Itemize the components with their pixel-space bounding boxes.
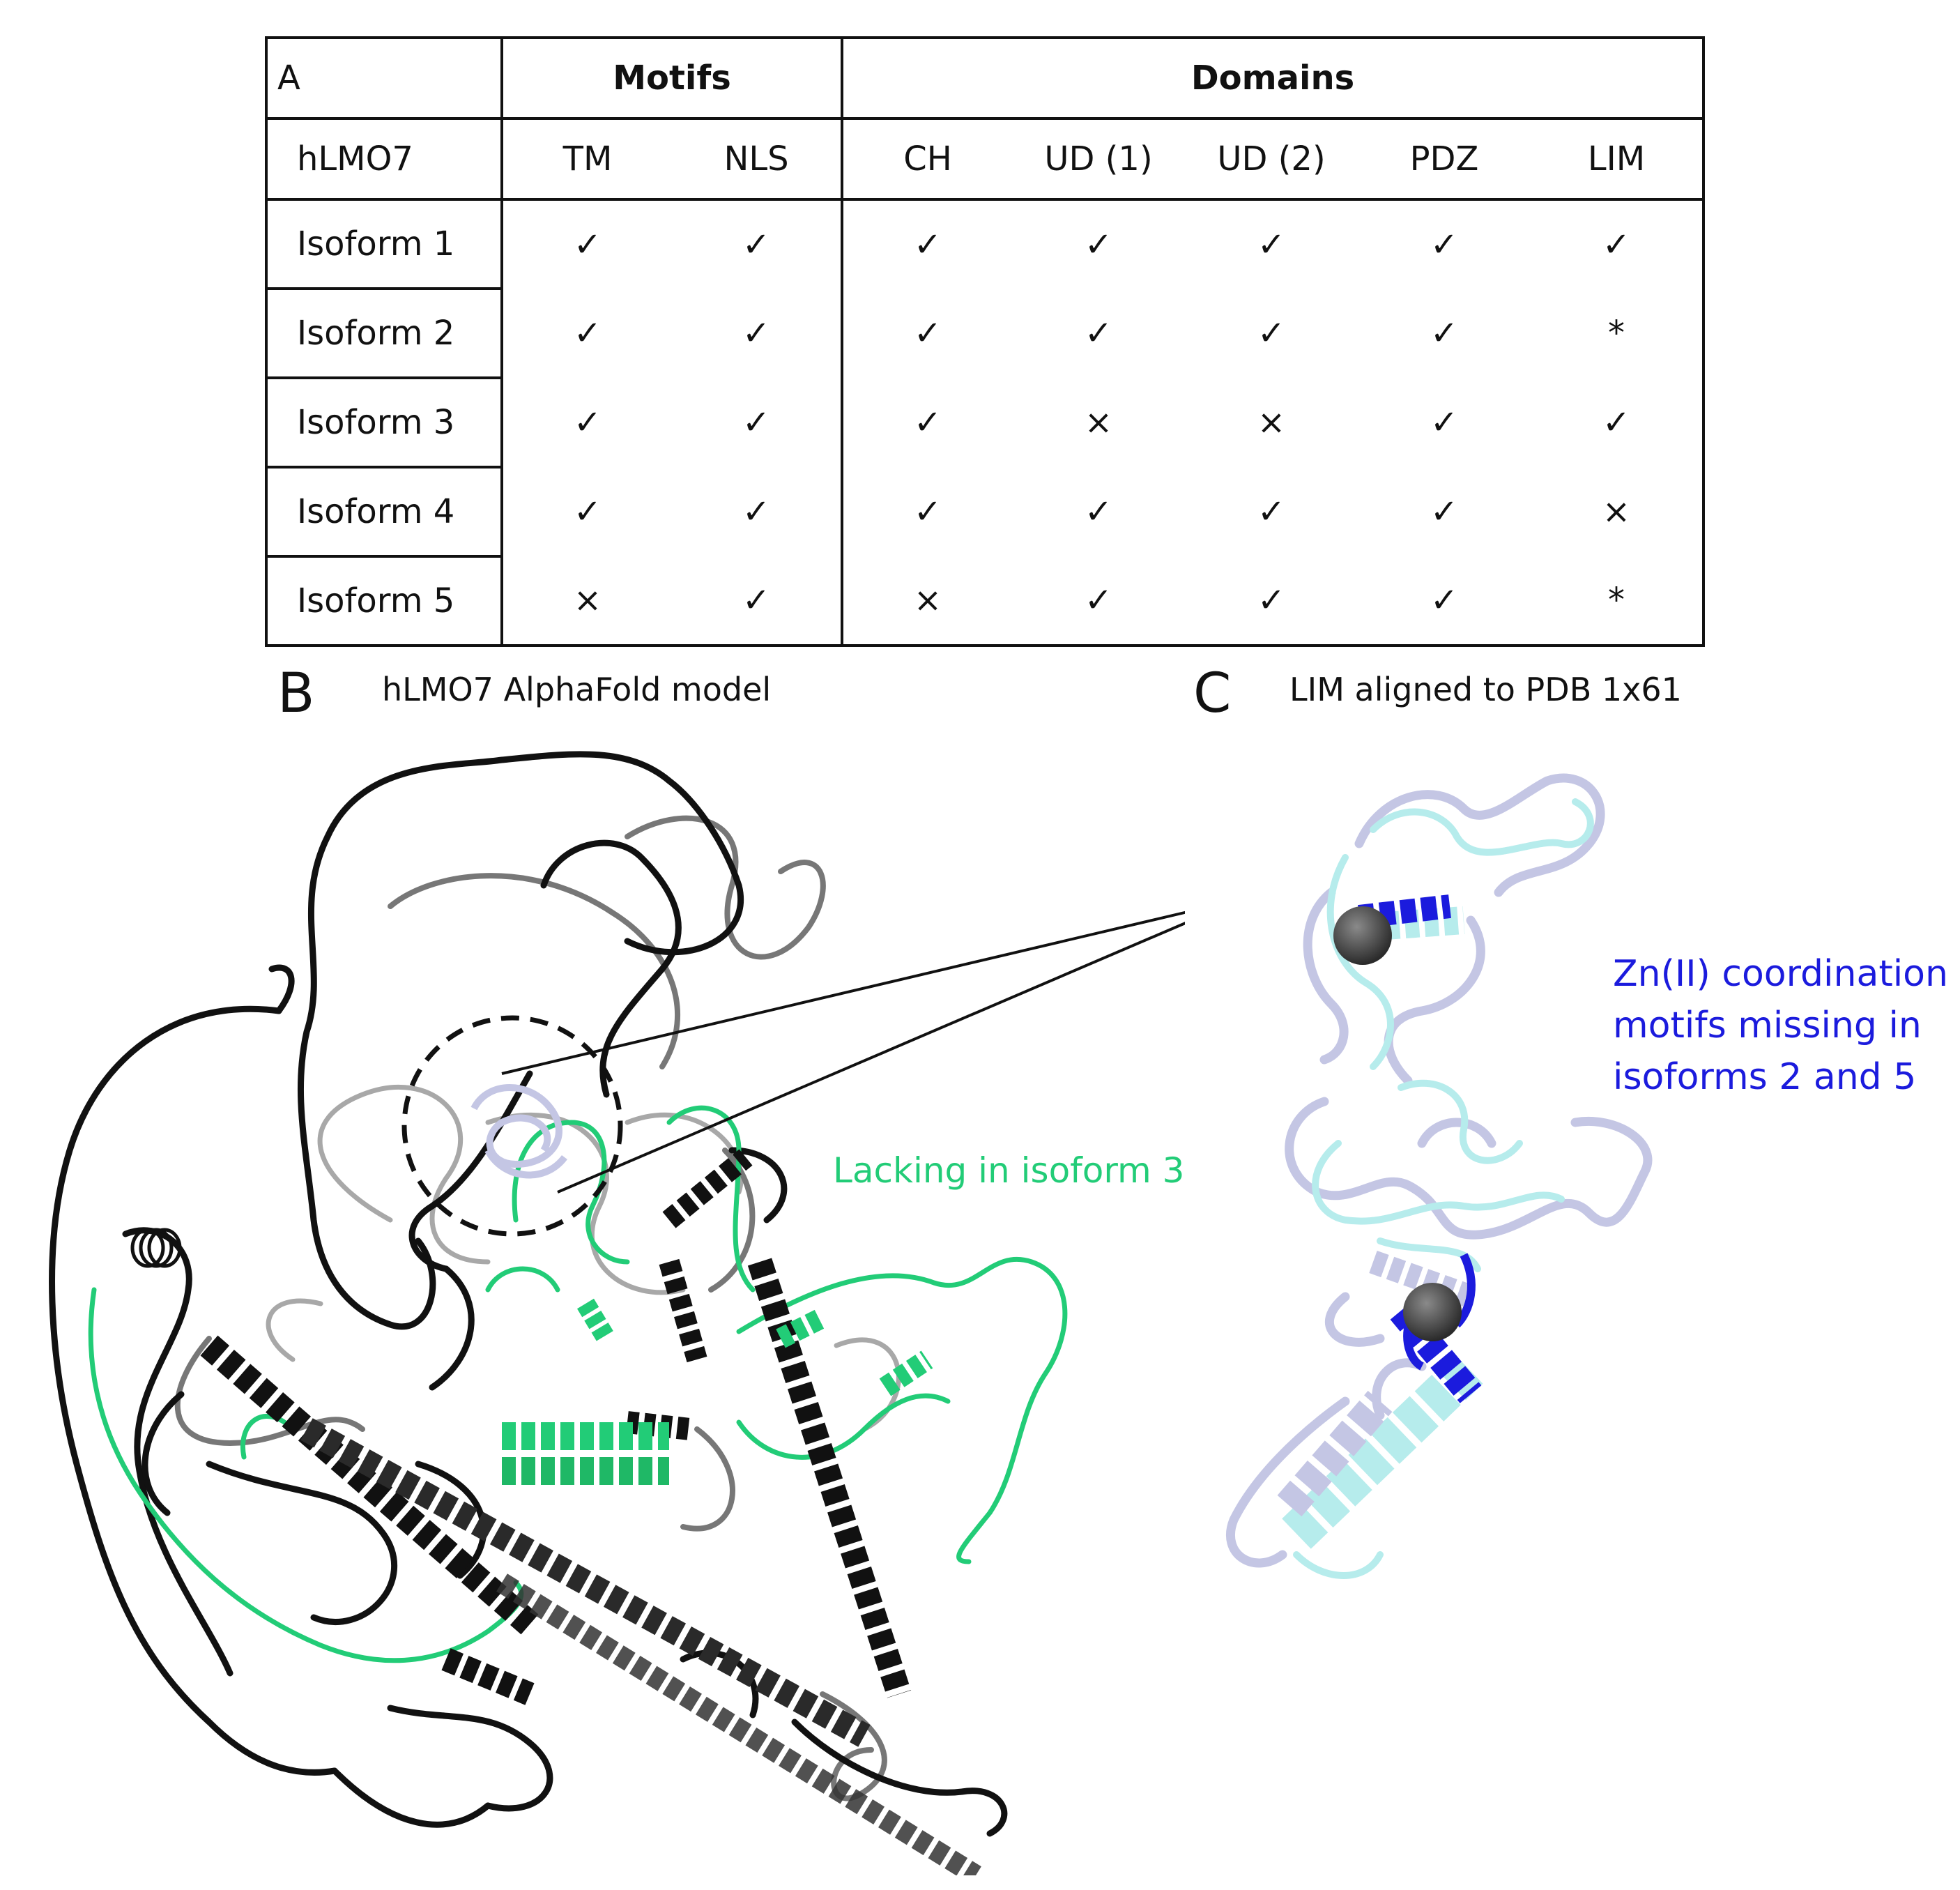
table-cell: ✓ xyxy=(1358,556,1531,647)
zn-annotation-line: isoforms 2 and 5 xyxy=(1613,1056,1917,1098)
table-cell: ✓ xyxy=(672,199,843,289)
lim-lavender-trace xyxy=(1225,773,1653,1568)
domains-header: Domains xyxy=(842,36,1706,120)
lim-helices xyxy=(1277,906,1485,1549)
table-cell: ✓ xyxy=(1257,225,1286,264)
table-cell: ✓ xyxy=(1430,225,1459,264)
table-cell: ✓ xyxy=(573,492,602,531)
table-cell: ✓ xyxy=(1084,225,1113,264)
lim-domain-highlight xyxy=(401,1015,623,1237)
protein-header: hLMO7 xyxy=(265,119,503,201)
row-label: Isoform 5 xyxy=(265,556,503,647)
table-cell: ✓ xyxy=(1531,378,1706,467)
table-cell: × xyxy=(842,556,1012,647)
table-cell: ✓ xyxy=(1084,314,1113,353)
panel-c-caption: LIM aligned to PDB 1x61 xyxy=(1289,671,1682,708)
table-cell: ✓ xyxy=(672,378,843,467)
table-cell: ✓ xyxy=(1185,556,1358,647)
lim-alignment-figure xyxy=(1225,773,1653,1579)
table-cell: ✓ xyxy=(913,403,942,442)
panel-b-label: B xyxy=(277,662,315,725)
isoform3-missing-region xyxy=(88,1105,1068,1663)
coil-spring xyxy=(130,1228,182,1268)
table-cell: ✓ xyxy=(913,225,942,264)
helices-green xyxy=(502,1298,933,1485)
row-label: Isoform 3 xyxy=(265,378,503,468)
zn-annotation-line: Zn(II) coordination xyxy=(1613,953,1948,995)
table-cell: * xyxy=(1531,556,1706,647)
table-cell: ✓ xyxy=(1084,492,1113,531)
row-label: Isoform 2 xyxy=(265,289,503,379)
zn-annotation-line: motifs missing in xyxy=(1613,1005,1922,1046)
table-row: Isoform 2 ✓ ✓ ✓ ✓ ✓ ✓ * xyxy=(265,289,1706,379)
lim-dashed-circle xyxy=(401,1015,623,1237)
table-cell: ✓ xyxy=(1012,556,1185,647)
table-cell: ✓ xyxy=(913,314,942,353)
table-row: Isoform 1 ✓ ✓ ✓ ✓ ✓ ✓ ✓ xyxy=(265,199,1706,290)
backbone-loops xyxy=(49,751,1008,1837)
table-cell: ✓ xyxy=(672,556,843,647)
col-header-ch: CH xyxy=(842,119,1012,201)
panel-a-label: A xyxy=(265,36,503,120)
table-cell: ✓ xyxy=(573,225,602,264)
table-cell: × xyxy=(502,556,672,647)
panel-c-label: C xyxy=(1193,662,1232,725)
table-row: Isoform 4 ✓ ✓ ✓ ✓ ✓ ✓ × xyxy=(265,467,1706,558)
background-loops-light xyxy=(266,1084,901,1432)
lim-cyan-trace xyxy=(1293,798,1594,1579)
table-cell: ✓ xyxy=(913,492,942,531)
table-cell: × xyxy=(1084,403,1113,442)
table-cell: ✓ xyxy=(672,467,843,556)
table-cell: ✓ xyxy=(573,314,602,353)
table-cell: ✓ xyxy=(573,403,602,442)
col-header-ud2: UD (2) xyxy=(1185,119,1358,201)
row-label: Isoform 1 xyxy=(265,199,503,290)
table-cell: ✓ xyxy=(1430,403,1459,442)
table-cell: ✓ xyxy=(1257,492,1286,531)
table-cell: ✓ xyxy=(1430,314,1459,353)
table-row: Isoform 3 ✓ ✓ ✓ × × ✓ ✓ xyxy=(265,378,1706,468)
table-cell: ✓ xyxy=(672,289,843,378)
table-cell: × xyxy=(1531,467,1706,556)
panel-b-caption: hLMO7 AlphaFold model xyxy=(382,671,772,708)
col-header-tm: TM xyxy=(502,119,672,201)
table-cell: ✓ xyxy=(1257,314,1286,353)
col-header-ud1: UD (1) xyxy=(1012,119,1185,201)
table-cell: × xyxy=(1257,403,1286,442)
zn-atom-2 xyxy=(1403,1283,1462,1341)
alphafold-model-figure xyxy=(49,751,1185,1875)
row-label: Isoform 4 xyxy=(265,467,503,558)
zn-motif-annotation: Zn(II) coordination motifs missing in is… xyxy=(1613,948,1948,1103)
motifs-header: Motifs xyxy=(502,36,843,120)
table-cell: ✓ xyxy=(1430,492,1459,531)
col-header-pdz: PDZ xyxy=(1358,119,1531,201)
col-header-lim: LIM xyxy=(1531,119,1706,201)
col-header-nls: NLS xyxy=(672,119,843,201)
zn-atom-1 xyxy=(1333,906,1392,965)
table-row: Isoform 5 × ✓ × ✓ ✓ ✓ * xyxy=(265,556,1706,647)
table-cell: * xyxy=(1531,289,1706,378)
table-cell: ✓ xyxy=(1531,199,1706,289)
isoform3-annotation: Lacking in isoform 3 xyxy=(833,1150,1185,1191)
isoform-domain-table: A Motifs Domains hLMO7 TM NLS CH UD (1) … xyxy=(265,36,1706,647)
zoom-lines xyxy=(501,910,1185,1194)
